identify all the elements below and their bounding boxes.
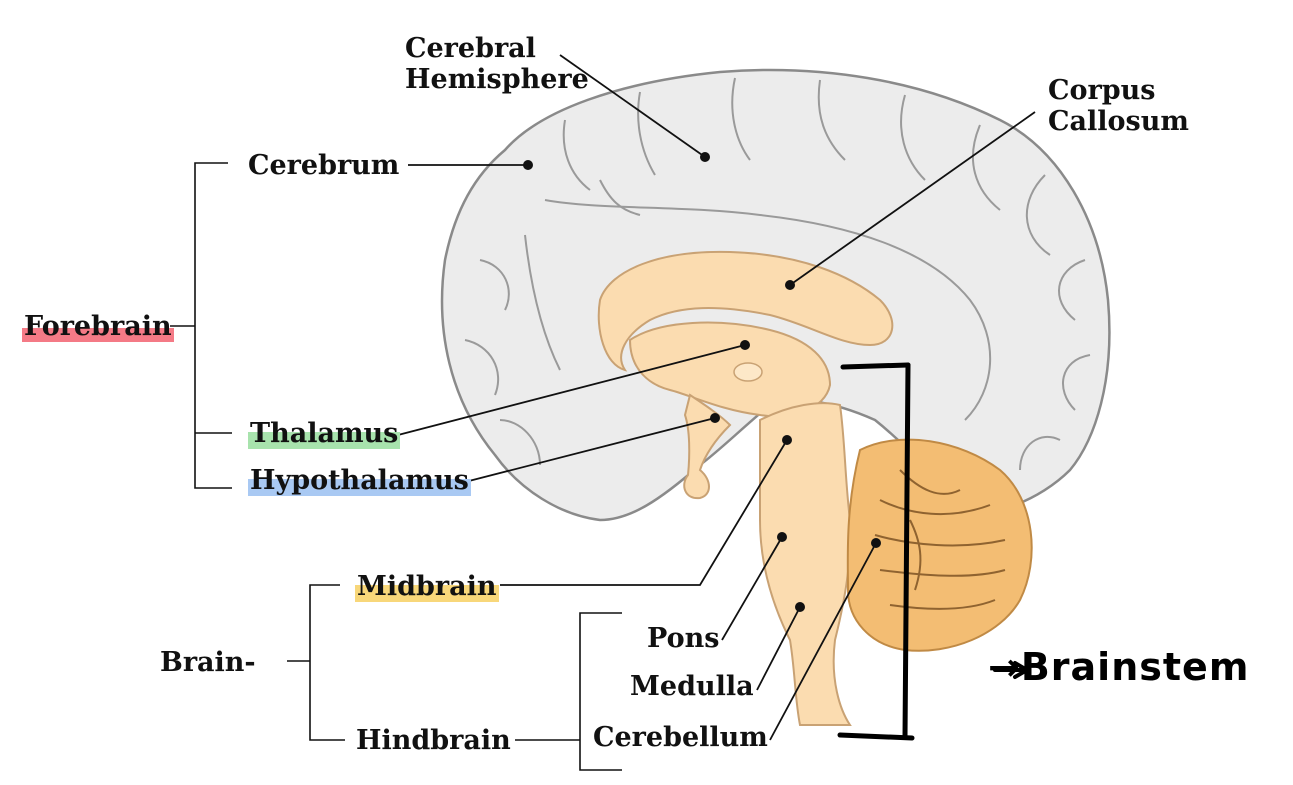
label-cerebral-line2: Hemisphere bbox=[405, 64, 589, 95]
label-hindbrain: Hindbrain bbox=[356, 725, 511, 756]
label-midbrain: Midbrain bbox=[355, 571, 499, 602]
bracket-lines bbox=[170, 162, 622, 771]
brainstem-region bbox=[758, 402, 852, 726]
label-corpus-callosum: Corpus Callosum bbox=[1048, 75, 1189, 137]
annotation-arrow-icon bbox=[993, 661, 1031, 679]
label-forebrain: Forebrain bbox=[22, 311, 174, 342]
label-hypothalamus: Hypothalamus bbox=[248, 465, 471, 496]
label-brain: Brain- bbox=[160, 647, 256, 678]
leader-lines bbox=[397, 54, 1036, 741]
label-pons: Pons bbox=[647, 623, 720, 654]
hypothalamus-text: Hypothalamus bbox=[248, 465, 471, 496]
annotation-brainstem: →Brainstem bbox=[988, 645, 1250, 689]
label-cerebellum: Cerebellum bbox=[593, 722, 768, 753]
label-medulla: Medulla bbox=[630, 671, 754, 702]
label-thalamus: Thalamus bbox=[248, 418, 401, 449]
leader-dots bbox=[523, 152, 881, 612]
midbrain-text: Midbrain bbox=[355, 571, 499, 602]
label-cerebrum: Cerebrum bbox=[248, 150, 400, 181]
label-cerebral-line1: Cerebral bbox=[405, 33, 536, 64]
gyri-lines bbox=[464, 77, 1091, 471]
thalamus-text: Thalamus bbox=[248, 418, 401, 449]
label-corpus-line1: Corpus bbox=[1048, 75, 1156, 106]
handwritten-brainstem-bracket bbox=[837, 362, 915, 741]
label-cerebral-hemisphere: Cerebral Hemisphere bbox=[405, 33, 589, 95]
label-corpus-line2: Callosum bbox=[1048, 106, 1189, 137]
corpus-callosum bbox=[597, 250, 894, 372]
forebrain-text: Forebrain bbox=[22, 311, 174, 342]
